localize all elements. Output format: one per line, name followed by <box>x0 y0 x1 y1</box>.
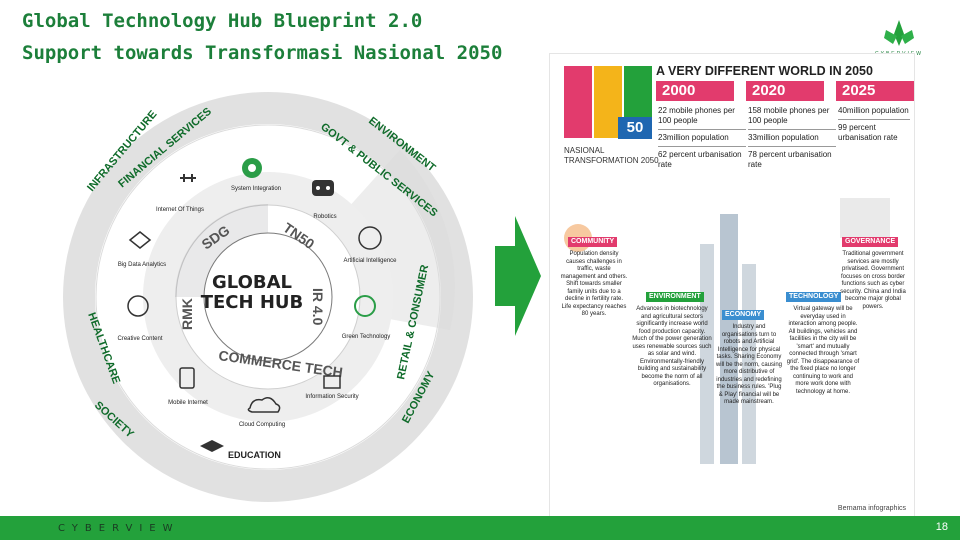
arrow-right-icon <box>495 216 541 336</box>
big-data-icon <box>128 231 152 249</box>
section-technology: TECHNOLOGY <box>786 292 842 302</box>
education-label: EDUCATION <box>228 450 281 460</box>
economy-text: Industry and organisations turn to robot… <box>715 324 783 405</box>
tn50-infographic: 50 NASIONAL TRANSFORMATION 2050 A VERY D… <box>549 53 915 517</box>
footer-bar: CYBERVIEW 18 <box>0 516 960 540</box>
robot-icon <box>312 180 334 196</box>
page-number: 18 <box>935 521 948 533</box>
leaf-icon <box>884 20 914 46</box>
green-technology-label: Green Technology <box>342 334 391 340</box>
rmk-label: RMK <box>179 298 195 330</box>
cloud-icon <box>247 397 281 413</box>
year-2000: 2000 <box>656 81 734 101</box>
year-2000-stats: 22 mobile phones per 100 people 23millio… <box>658 106 746 170</box>
infographic-headline: A VERY DIFFERENT WORLD IN 2050 <box>656 64 873 78</box>
creative-content-label: Creative Content <box>117 336 162 342</box>
nt-text: NASIONAL TRANSFORMATION 2050 <box>564 146 659 165</box>
robotics-label: Robotics <box>313 214 336 220</box>
brain-icon <box>358 226 382 250</box>
center-label-global: GLOBAL <box>212 272 292 293</box>
center-label-tech-hub: TECH HUB <box>201 292 304 313</box>
year-2025-stats: 40million population 99 percent urbanisa… <box>838 106 910 142</box>
mobile-internet-label: Mobile Internet <box>168 400 208 406</box>
section-economy: ECONOMY <box>722 310 765 320</box>
security-icon <box>323 375 341 389</box>
ir40-label: IR 4.0 <box>310 288 326 326</box>
footer-brand: CYBERVIEW <box>58 523 180 534</box>
year-2020: 2020 <box>746 81 824 101</box>
environment-text: Advances in biotechnology and agricultur… <box>632 306 712 387</box>
community-text: Population density causes challenges in … <box>560 251 628 317</box>
cloud-computing-label: Cloud Computing <box>239 422 285 428</box>
system-integration-label: System Integration <box>231 186 281 192</box>
year-2020-stats: 158 mobile phones per 100 people 33milli… <box>748 106 836 170</box>
year-2025: 2025 <box>836 81 914 101</box>
section-environment: ENVIRONMENT <box>646 292 704 302</box>
big-data-label: Big Data Analytics <box>118 262 166 268</box>
mobile-icon <box>179 367 195 389</box>
green-tech-icon <box>354 295 376 317</box>
iot-label: Internet Of Things <box>156 207 204 213</box>
section-community: COMMUNITY <box>568 237 618 247</box>
infographic-credit: Bernama infographics <box>837 505 906 512</box>
tn50-badge: 50 <box>618 117 652 139</box>
ai-label: Artificial Intelligence <box>343 258 397 264</box>
governance-text: Traditional government services are most… <box>840 251 906 310</box>
education-icon <box>200 440 224 452</box>
usb-icon <box>180 174 196 182</box>
technology-text: Virtual gateway will be everyday used in… <box>786 306 860 395</box>
system-integration-icon <box>242 158 262 178</box>
creative-content-icon <box>127 295 149 317</box>
information-security-label: Information Security <box>305 394 358 400</box>
title-line-1: Global Technology Hub Blueprint 2.0 <box>22 10 423 32</box>
title-line-2: Support towards Transformasi Nasional 20… <box>22 42 503 64</box>
section-governance: GOVERNANCE <box>842 237 899 247</box>
